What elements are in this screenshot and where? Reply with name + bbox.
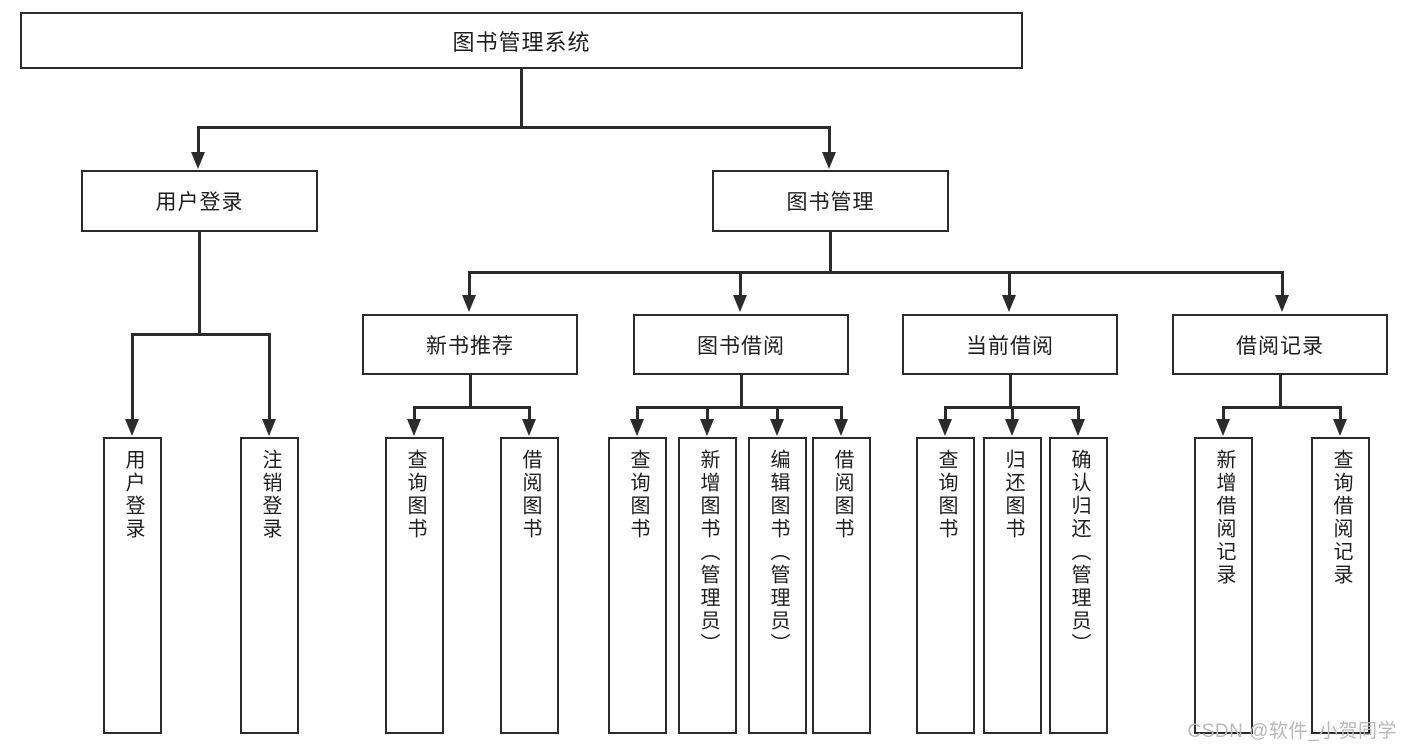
- connector-to-current-borrow: [1008, 271, 1011, 296]
- leaf-newbook-query-book[interactable]: 查询图书: [385, 437, 444, 734]
- node-label: 新书推荐: [426, 334, 514, 358]
- connector-new-book-stem: [469, 375, 472, 407]
- node-label: 新增图书（管理员）: [697, 449, 719, 656]
- leaf-bb-edit-book-admin[interactable]: 编辑图书（管理员）: [748, 437, 807, 734]
- node-label: 查询图书: [935, 449, 957, 541]
- arrow-to-leaf-user-login: [125, 419, 139, 436]
- arrow-cb-return: [1005, 419, 1019, 436]
- connector-current-borrow-stem: [1009, 375, 1012, 407]
- leaf-newbook-borrow-book[interactable]: 借阅图书: [500, 437, 559, 734]
- connector-user-login-left: [131, 333, 134, 420]
- arrow-bb-borrow: [834, 419, 848, 436]
- arrow-root-to-book-mgmt: [822, 152, 836, 169]
- arrow-bb-add: [700, 419, 714, 436]
- arrow-cb-confirm: [1071, 419, 1085, 436]
- node-current-borrow[interactable]: 当前借阅: [902, 314, 1118, 375]
- node-label: 当前借阅: [966, 334, 1054, 358]
- node-label: 用户登录: [155, 191, 244, 214]
- connector-new-book-c2: [528, 406, 531, 420]
- arrow-br-query: [1333, 419, 1347, 436]
- connector-bb-c3: [776, 406, 779, 420]
- node-book-borrow[interactable]: 图书借阅: [633, 314, 849, 375]
- connector-root-stem: [520, 69, 523, 127]
- leaf-cb-confirm-return-admin[interactable]: 确认归还（管理员）: [1049, 437, 1108, 734]
- arrow-bb-edit: [770, 419, 784, 436]
- connector-user-login-bus: [131, 333, 270, 336]
- leaf-bb-query-book[interactable]: 查询图书: [608, 437, 667, 734]
- leaf-cb-return-book[interactable]: 归还图书: [983, 437, 1042, 734]
- node-label: 图书借阅: [697, 334, 785, 358]
- arrow-newbook-borrow: [522, 419, 536, 436]
- connector-user-login-stem: [198, 232, 201, 334]
- connector-bb-c4: [840, 406, 843, 420]
- arrow-br-add: [1216, 419, 1230, 436]
- connector-root-bus: [197, 126, 830, 129]
- arrow-to-new-book: [462, 295, 476, 312]
- arrow-to-leaf-logout: [262, 419, 276, 436]
- connector-cb-c1: [944, 406, 947, 420]
- connector-bb-c1: [636, 406, 639, 420]
- leaf-logout[interactable]: 注销登录: [240, 437, 299, 734]
- arrow-to-book-borrow: [733, 295, 747, 312]
- leaf-br-query-record[interactable]: 查询借阅记录: [1311, 437, 1370, 734]
- connector-root-to-book-mgmt: [828, 126, 831, 153]
- connector-book-borrow-bus: [636, 406, 842, 409]
- connector-bb-c2: [706, 406, 709, 420]
- connector-cb-c3: [1077, 406, 1080, 420]
- arrow-bb-query: [630, 419, 644, 436]
- connector-to-borrow-record: [1281, 271, 1284, 296]
- node-label: 查询借阅记录: [1330, 449, 1352, 587]
- arrow-cb-query: [938, 419, 952, 436]
- arrow-newbook-query: [407, 419, 421, 436]
- node-label: 借阅图书: [519, 449, 541, 541]
- arrow-root-to-user-login: [191, 152, 205, 169]
- connector-new-book-c1: [413, 406, 416, 420]
- node-new-book-recommend[interactable]: 新书推荐: [362, 314, 578, 375]
- node-root-system[interactable]: 图书管理系统: [20, 12, 1023, 69]
- node-user-login[interactable]: 用户登录: [81, 170, 318, 232]
- leaf-bb-borrow-book[interactable]: 借阅图书: [812, 437, 871, 734]
- arrow-to-current-borrow: [1002, 295, 1016, 312]
- node-label: 图书管理: [786, 191, 875, 214]
- node-label: 借阅图书: [831, 449, 853, 541]
- node-book-management[interactable]: 图书管理: [712, 170, 949, 232]
- node-label: 借阅记录: [1236, 334, 1324, 358]
- connector-new-book-bus: [413, 406, 530, 409]
- connector-to-new-book: [468, 271, 471, 296]
- node-label: 归还图书: [1002, 449, 1024, 541]
- leaf-cb-query-book[interactable]: 查询图书: [916, 437, 975, 734]
- node-label: 新增借阅记录: [1213, 449, 1235, 587]
- node-label: 编辑图书（管理员）: [767, 449, 789, 656]
- node-label: 确认归还（管理员）: [1068, 449, 1090, 656]
- connector-br-c2: [1339, 406, 1342, 420]
- node-label: 注销登录: [259, 449, 281, 541]
- connector-book-borrow-stem: [740, 375, 743, 407]
- csdn-watermark: CSDN @软件_小贺同学: [1187, 721, 1397, 742]
- connector-borrow-record-bus: [1222, 406, 1341, 409]
- connector-user-login-right: [268, 333, 271, 420]
- leaf-bb-add-book-admin[interactable]: 新增图书（管理员）: [678, 437, 737, 734]
- node-borrow-record[interactable]: 借阅记录: [1172, 314, 1388, 375]
- connector-cb-c2: [1011, 406, 1014, 420]
- node-label: 用户登录: [122, 449, 144, 541]
- connector-level3-bus: [468, 271, 1284, 274]
- connector-book-mgmt-stem: [829, 232, 832, 272]
- connector-to-book-borrow: [739, 271, 742, 296]
- arrow-to-borrow-record: [1275, 295, 1289, 312]
- node-label: 图书管理系统: [452, 29, 591, 55]
- connector-borrow-record-stem: [1279, 375, 1282, 407]
- connector-br-c1: [1222, 406, 1225, 420]
- leaf-br-add-record[interactable]: 新增借阅记录: [1194, 437, 1253, 734]
- leaf-user-login[interactable]: 用户登录: [103, 437, 162, 734]
- connector-root-to-user-login: [197, 126, 200, 153]
- node-label: 查询图书: [627, 449, 649, 541]
- node-label: 查询图书: [404, 449, 426, 541]
